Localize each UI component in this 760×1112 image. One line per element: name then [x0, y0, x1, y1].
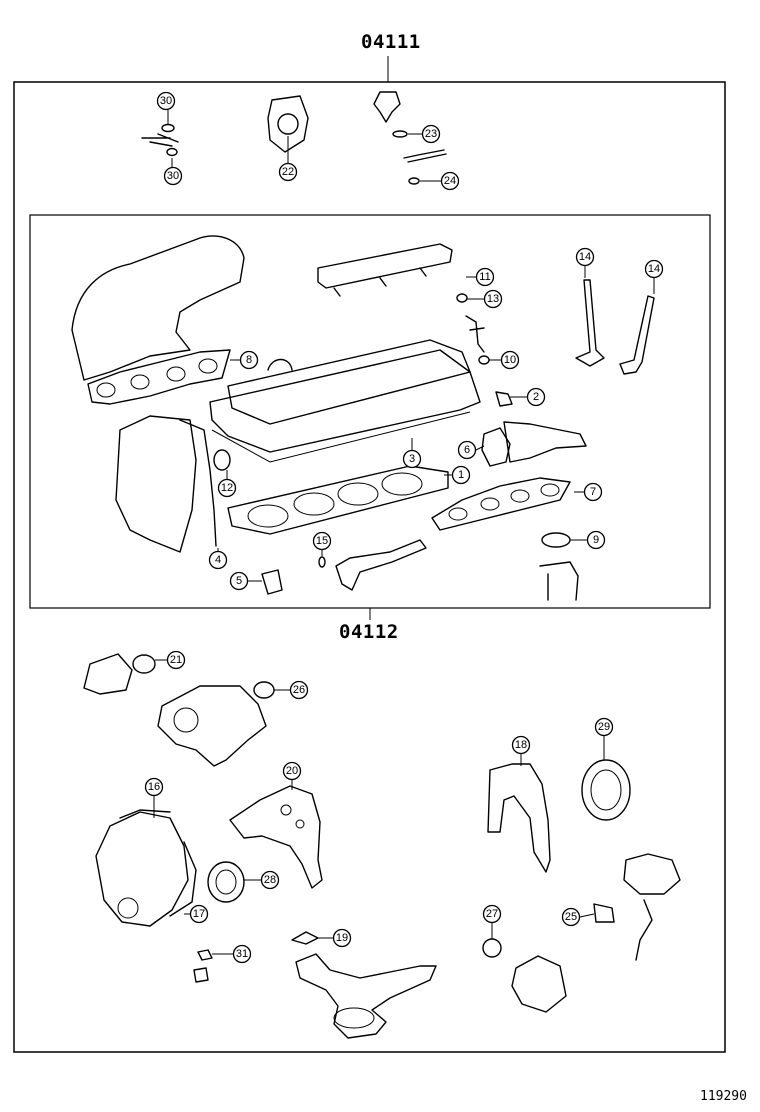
- svg-text:22: 22: [282, 166, 294, 178]
- callout-13: 13: [483, 289, 503, 309]
- svg-text:2: 2: [533, 391, 539, 403]
- callout-12: 12: [217, 478, 237, 498]
- callout-23: 23: [421, 124, 441, 144]
- callout-21: 21: [166, 650, 186, 670]
- inner-kit-frame: [29, 214, 711, 609]
- callout-22: 22: [278, 162, 298, 182]
- callout-27: 27: [482, 904, 502, 924]
- part-27-oring: [482, 938, 502, 958]
- svg-text:19: 19: [336, 932, 348, 944]
- part-8-manifold: [71, 235, 245, 405]
- callout-1: 1: [451, 465, 471, 485]
- callout-10: 10: [500, 350, 520, 370]
- svg-text:16: 16: [148, 781, 160, 793]
- part-6-7-exhaust-gaskets: [431, 421, 587, 531]
- part-4-timing-gasket: [115, 415, 217, 553]
- callout-24: 24: [440, 171, 460, 191]
- part-12-seal: [213, 449, 231, 471]
- svg-text:1: 1: [458, 469, 464, 481]
- svg-text:27: 27: [486, 908, 498, 920]
- svg-text:8: 8: [246, 354, 252, 366]
- outer-kit-frame: [13, 81, 726, 1053]
- svg-text:14: 14: [648, 263, 660, 275]
- callout-29: 29: [594, 717, 614, 737]
- svg-text:26: 26: [293, 684, 305, 696]
- callout-8: 8: [239, 350, 259, 370]
- callout-6: 6: [457, 440, 477, 460]
- svg-text:18: 18: [515, 739, 527, 751]
- svg-text:14: 14: [579, 251, 591, 263]
- kit-label-04112: 04112: [339, 621, 399, 643]
- callout-3: 3: [402, 449, 422, 469]
- part-23-24-sensor: [373, 91, 447, 185]
- svg-text:30: 30: [167, 170, 179, 182]
- oil-filter: [511, 955, 567, 1013]
- svg-text:21: 21: [170, 654, 182, 666]
- svg-text:3: 3: [409, 453, 415, 465]
- part-11-13-injector-rail: [317, 243, 485, 353]
- callout-17: 17: [189, 904, 209, 924]
- callout-7: 7: [583, 482, 603, 502]
- callout-4: 4: [208, 550, 228, 570]
- callout-18: 18: [511, 735, 531, 755]
- callout-25: 25: [561, 907, 581, 927]
- kit-label-04111: 04111: [361, 31, 421, 53]
- part-19-oil-strainer: [291, 931, 437, 1039]
- part-26-water-pump: [157, 681, 275, 767]
- svg-text:28: 28: [264, 874, 276, 886]
- callout-19: 19: [332, 928, 352, 948]
- svg-text:15: 15: [316, 535, 328, 547]
- callout-9: 9: [586, 530, 606, 550]
- callout-20: 20: [282, 761, 302, 781]
- svg-text:23: 23: [425, 128, 437, 140]
- part-5-gasket: [261, 569, 283, 595]
- svg-text:25: 25: [565, 911, 577, 923]
- svg-text:12: 12: [221, 482, 233, 494]
- svg-text:6: 6: [464, 444, 470, 456]
- svg-text:29: 29: [598, 721, 610, 733]
- svg-text:17: 17: [193, 908, 205, 920]
- part-18-rear-seal-retainer: [487, 763, 551, 873]
- callout-14-right: 14: [644, 259, 664, 279]
- callout-14-left: 14: [575, 247, 595, 267]
- part-1-head-gasket: [227, 465, 449, 535]
- svg-text:31: 31: [236, 948, 248, 960]
- svg-text:24: 24: [444, 175, 456, 187]
- part-20-gasket: [229, 785, 323, 889]
- part-30-washers: [141, 123, 179, 157]
- part-3-head-cover: [209, 339, 481, 463]
- callout-5: 5: [229, 571, 249, 591]
- svg-text:7: 7: [590, 486, 596, 498]
- svg-text:10: 10: [504, 354, 516, 366]
- figure-id: 119290: [700, 1089, 747, 1104]
- svg-text:11: 11: [479, 271, 490, 283]
- part-16-17-timing-cover: [95, 809, 197, 927]
- svg-text:5: 5: [236, 575, 242, 587]
- callout-30-bottom: 30: [163, 166, 183, 186]
- callout-15: 15: [312, 531, 332, 551]
- svg-text:9: 9: [593, 534, 599, 546]
- svg-text:4: 4: [215, 554, 221, 566]
- part-31-drain-plug: [193, 949, 213, 983]
- svg-text:13: 13: [487, 293, 499, 305]
- svg-text:20: 20: [286, 765, 298, 777]
- part-21-water-outlet: [83, 653, 156, 695]
- part-25-egr-gasket: [593, 853, 681, 961]
- part-22-gasket: [267, 95, 309, 153]
- svg-text:30: 30: [160, 95, 172, 107]
- callout-28: 28: [260, 870, 280, 890]
- callout-26: 26: [289, 680, 309, 700]
- callout-31: 31: [232, 944, 252, 964]
- callout-11: 11: [475, 267, 495, 287]
- part-9-flange: [539, 532, 579, 601]
- part-15-exhaust-pipe: [318, 539, 427, 591]
- callout-30-top: 30: [156, 91, 176, 111]
- part-14-valves: [575, 279, 655, 375]
- part-29-rear-oil-seal: [581, 759, 631, 821]
- part-28-oil-seal: [207, 861, 245, 903]
- callout-leaders: [153, 110, 655, 955]
- callout-16: 16: [144, 777, 164, 797]
- callout-2: 2: [526, 387, 546, 407]
